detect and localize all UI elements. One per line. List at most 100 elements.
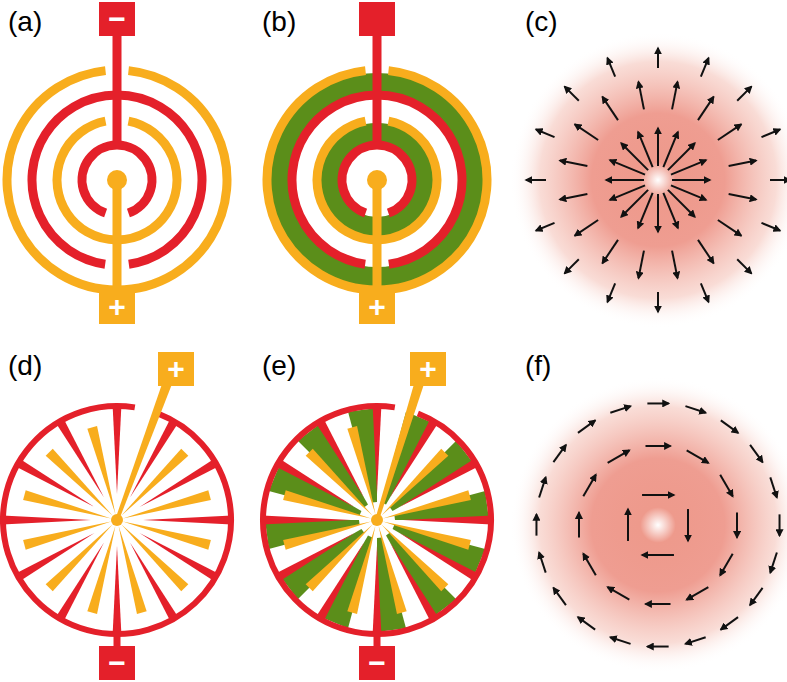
field-arrow — [565, 87, 579, 101]
field-arrow — [607, 58, 615, 76]
polarity-sign: + — [419, 354, 437, 384]
field-arrow — [687, 509, 689, 541]
field-arrow — [657, 128, 659, 166]
panel-label: (e) — [262, 352, 296, 380]
finger-electrode — [383, 522, 471, 550]
field-arrow — [578, 512, 580, 537]
field-arrow — [610, 406, 630, 413]
polarity-sign: − — [368, 648, 386, 678]
field-arrow — [750, 588, 762, 605]
finger-electrode — [143, 516, 232, 525]
terminal-pad: − — [99, 2, 135, 36]
field-arrow — [672, 179, 710, 181]
finger-electrode — [283, 490, 371, 518]
field-arrow — [642, 554, 674, 556]
field-arrow — [647, 402, 668, 404]
finger-electrode — [113, 405, 122, 494]
field-arrow — [770, 552, 777, 572]
finger-electrode — [123, 490, 211, 518]
panel-label: (c) — [525, 8, 558, 36]
center-electrode — [111, 514, 123, 526]
ring-electrode — [3, 406, 231, 634]
terminal-pad: + — [410, 352, 446, 386]
field-arrow — [770, 477, 777, 497]
field-arrow — [761, 129, 779, 137]
terminal-pad: − — [359, 646, 395, 680]
field-arrow — [565, 259, 579, 273]
field-arrow — [663, 193, 678, 228]
field-arrow — [578, 420, 595, 432]
wire — [375, 384, 424, 520]
field-arrow — [638, 251, 643, 278]
field-arrow — [526, 179, 546, 181]
polarity-sign: − — [108, 648, 126, 678]
field-arrow — [779, 514, 781, 535]
polarity-sign: + — [368, 292, 386, 322]
finger-electrode — [383, 490, 471, 518]
field-arrow — [729, 194, 756, 199]
field-arrow — [606, 179, 644, 181]
polarity-sign: − — [108, 4, 126, 34]
field-arrow — [575, 124, 598, 140]
finger-electrode — [113, 546, 122, 635]
field-arrow — [687, 587, 709, 600]
finger-electrode — [123, 522, 211, 550]
field-arrow — [737, 259, 751, 273]
field-arrow — [672, 251, 677, 278]
field-arrow — [602, 240, 618, 263]
field-arrow — [657, 292, 659, 312]
field-arrow — [610, 185, 645, 200]
finger-electrode — [119, 526, 147, 614]
radial-field — [510, 32, 787, 328]
field-arrow — [627, 509, 629, 541]
radial-electrodes — [2, 384, 232, 650]
field-arrow — [583, 554, 596, 576]
field-arrow — [602, 97, 618, 120]
wire — [113, 180, 122, 294]
field-arrow — [721, 617, 738, 629]
field-arrow — [560, 194, 587, 199]
concentric-electrodes-poled — [267, 34, 487, 294]
ring-electrode — [263, 406, 491, 634]
field-arrow — [698, 97, 714, 120]
center-electrode — [107, 170, 127, 190]
field-arrow — [657, 194, 659, 232]
field-arrow — [720, 475, 733, 497]
terminal-pad — [359, 2, 395, 36]
finger-electrode — [373, 546, 382, 635]
field-arrow — [736, 512, 738, 537]
field-arrow — [647, 646, 668, 648]
terminal-pad: − — [99, 646, 135, 680]
field-arrow — [539, 477, 546, 497]
field-arrow — [720, 554, 733, 576]
field-arrow — [729, 160, 756, 165]
field-arrow — [761, 223, 779, 231]
field-arrow — [770, 179, 787, 181]
field-arrow — [642, 494, 674, 496]
field-arrow — [645, 445, 670, 447]
field-arrow — [638, 82, 643, 109]
finger-electrode — [283, 522, 371, 550]
center-electrode — [371, 514, 383, 526]
polarity-sign: + — [167, 354, 185, 384]
field-arrow — [610, 637, 630, 644]
field-arrow — [638, 132, 653, 167]
field-arrow — [645, 603, 670, 605]
field-arrow — [535, 514, 537, 535]
field-arrow — [583, 475, 596, 497]
field-arrow — [701, 283, 709, 301]
finger-electrode — [2, 516, 91, 525]
wire — [113, 34, 122, 145]
field-arrow — [687, 450, 709, 463]
field-arrow — [718, 124, 741, 140]
wire — [373, 34, 382, 145]
panel-label: (a) — [8, 8, 42, 36]
finger-electrode — [379, 526, 407, 614]
finger-electrode — [347, 526, 375, 614]
finger-electrode — [23, 522, 111, 550]
field-arrow — [718, 220, 741, 236]
wire — [115, 384, 172, 520]
finger-electrode — [403, 516, 492, 525]
finger-electrode — [347, 426, 375, 514]
